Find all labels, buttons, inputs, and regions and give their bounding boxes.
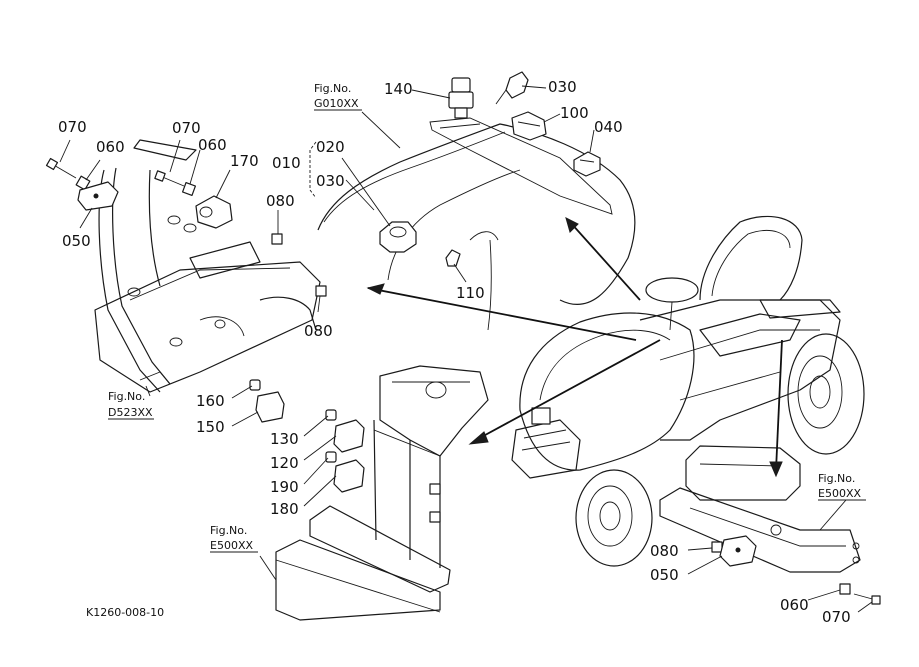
label-130: 130 [270, 430, 299, 448]
rear-frame-bracket [659, 445, 861, 573]
label-050-left: 050 [62, 232, 91, 250]
label-190: 190 [270, 478, 299, 496]
label-040: 040 [594, 118, 623, 136]
label-030-top: 030 [548, 78, 577, 96]
label-060-right: 060 [780, 596, 809, 614]
leader-lines [59, 85, 873, 613]
part-020-ignition-switch [379, 221, 417, 253]
fig-e500-right-code: E500XX [818, 487, 861, 500]
label-170: 170 [230, 152, 259, 170]
part-070-bolt-left-b [154, 170, 185, 187]
label-070-left-a: 070 [58, 118, 87, 136]
part-040-switch [573, 151, 601, 177]
fig-d523-code: D523XX [108, 406, 153, 419]
label-070-left-b: 070 [172, 119, 201, 137]
fig-e500-left-code: E500XX [210, 539, 253, 552]
label-120: 120 [270, 454, 299, 472]
part-050-switch-left [77, 181, 119, 211]
part-140-switch [448, 77, 474, 119]
part-160-bolt [249, 379, 261, 391]
label-160: 160 [196, 392, 225, 410]
part-180-relay [333, 459, 365, 493]
label-080-right: 080 [650, 542, 679, 560]
fig-g010-label: Fig.No. [314, 82, 351, 95]
label-060-left-a: 060 [96, 138, 125, 156]
label-080-a: 080 [266, 192, 295, 210]
part-labels: 070 060 050 070 060 170 080 080 010 020 … [58, 78, 851, 626]
tractor-body [511, 215, 865, 567]
label-180: 180 [270, 500, 299, 518]
label-030-group: 030 [316, 172, 345, 190]
label-110: 110 [456, 284, 485, 302]
part-070-bolt-right [853, 593, 881, 605]
direction-arrows [366, 217, 783, 478]
part-110-bulb [445, 249, 461, 267]
part-060-nut-right [839, 583, 851, 595]
figure-references: Fig.No. G010XX Fig.No. D523XX Fig.No. E5… [108, 82, 866, 553]
label-020: 020 [316, 138, 345, 156]
steering-support-frame [94, 139, 321, 393]
fig-d523-label: Fig.No. [108, 390, 145, 403]
drawing-code: K1260-008-10 [86, 606, 164, 619]
part-130-bolt [325, 409, 337, 421]
part-050-switch-right [719, 535, 757, 567]
dashboard-panel [317, 117, 636, 331]
label-150: 150 [196, 418, 225, 436]
fig-e500-left-label: Fig.No. [210, 524, 247, 537]
part-150-relay [255, 391, 285, 423]
label-140: 140 [384, 80, 413, 98]
label-010: 010 [272, 154, 301, 172]
label-050-right: 050 [650, 566, 679, 584]
fig-e500-right-label: Fig.No. [818, 472, 855, 485]
part-080-clip-right [711, 541, 723, 553]
part-070-bolt-left-a [45, 157, 77, 179]
part-190-bolt [325, 451, 337, 463]
part-060-nut-left-b [181, 181, 197, 197]
label-080-b: 080 [304, 322, 333, 340]
label-100: 100 [560, 104, 589, 122]
label-070-right: 070 [822, 608, 851, 626]
group-010-brace [309, 141, 317, 199]
label-060-left-b: 060 [198, 136, 227, 154]
part-080-clip-b [315, 285, 327, 297]
battery-bracket [275, 365, 489, 621]
fig-g010-code: G010XX [314, 97, 359, 110]
part-170-switch [195, 195, 233, 229]
part-080-clip-a [271, 233, 283, 245]
part-030-key [495, 71, 529, 105]
part-100-hour-meter [511, 111, 547, 141]
part-120-relay [333, 419, 365, 453]
